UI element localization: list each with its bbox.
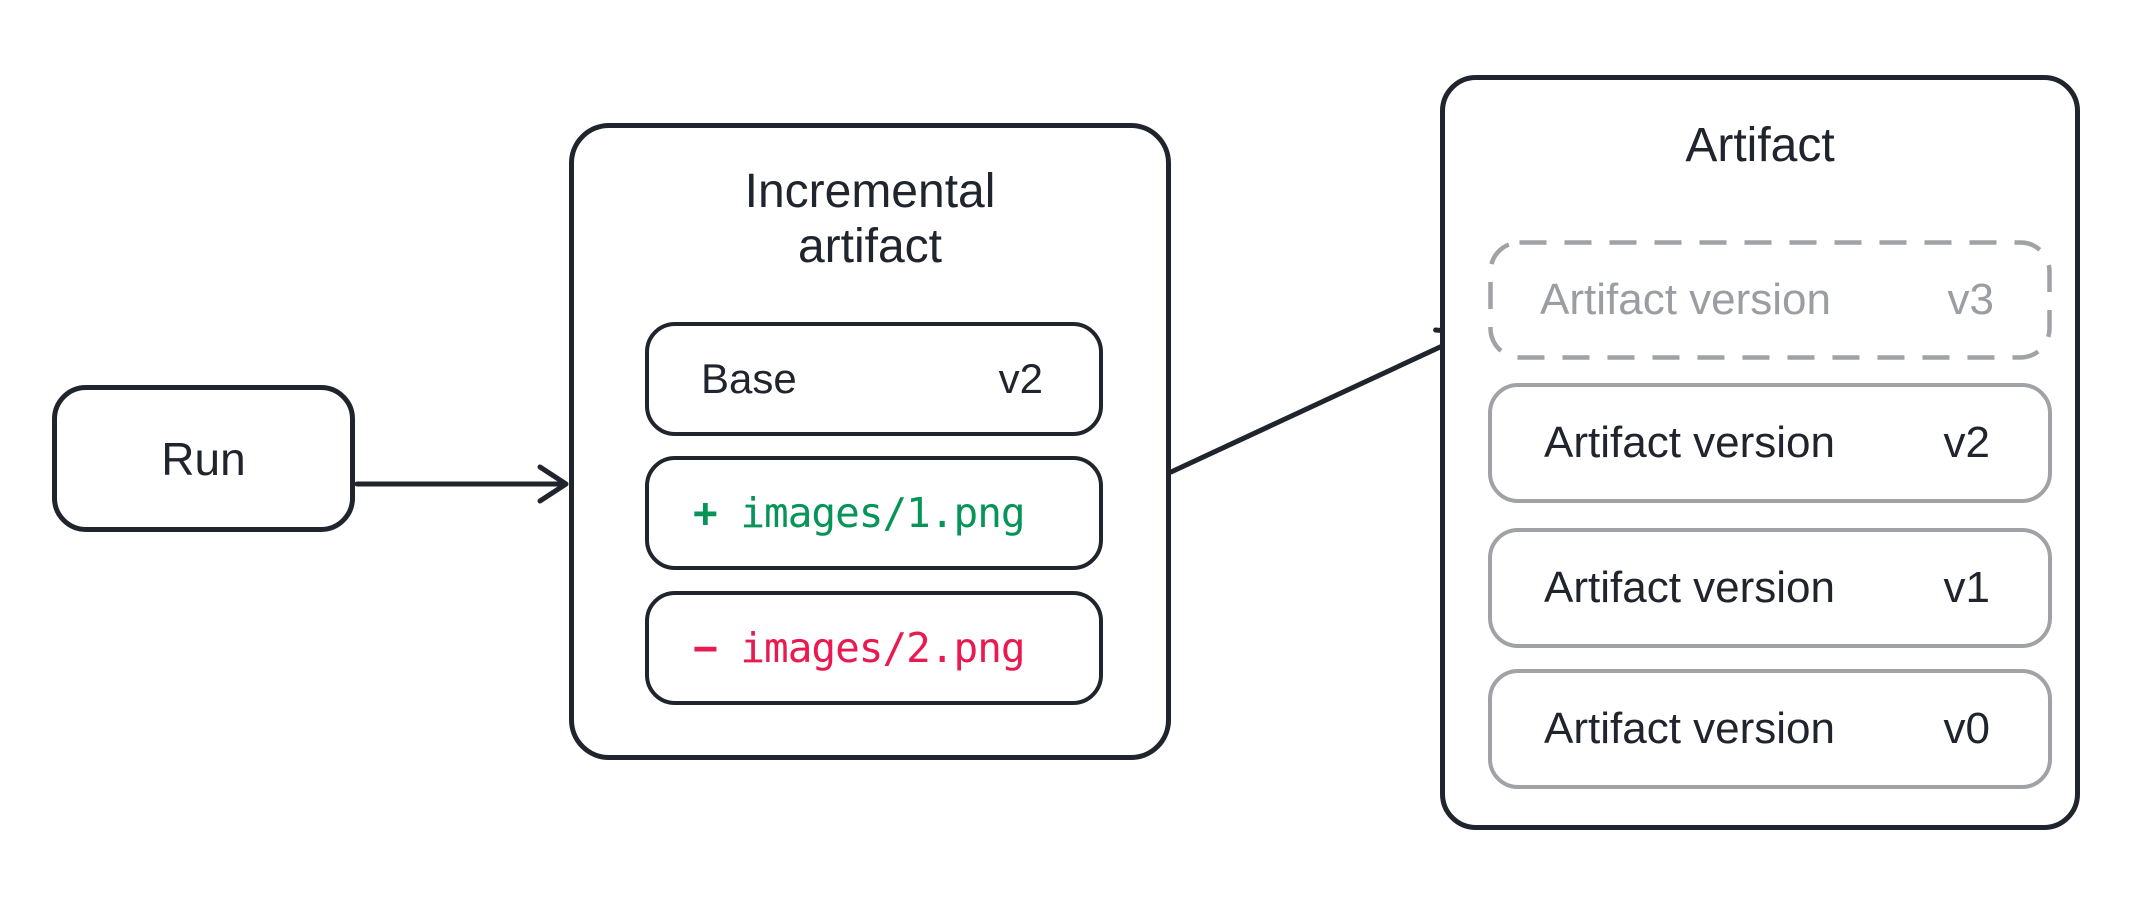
artifact-version-value: v3 <box>1947 275 1994 324</box>
file-row-spacer <box>717 489 741 537</box>
artifact-version-label: Artifact version <box>1540 275 1831 324</box>
incremental-artifact-title: Incremental artifact <box>744 165 996 274</box>
plus-icon: + <box>693 489 718 537</box>
artifact-title: Artifact <box>1685 119 1835 172</box>
run-label: Run <box>161 432 246 485</box>
artifact-version-label: Artifact version <box>1544 704 1835 753</box>
run-node: Run <box>52 385 355 532</box>
artifact-version-label: Artifact version <box>1544 418 1835 467</box>
arrow-incremental-to-artifact <box>1168 327 1473 475</box>
base-version-value: v2 <box>998 355 1043 402</box>
artifact-version-v0-row: Artifact version v0 <box>1488 669 2052 789</box>
artifact-version-value: v1 <box>1943 563 1990 612</box>
base-label: Base <box>701 355 797 402</box>
artifact-version-v3-row: Artifact version v3 <box>1488 240 2052 360</box>
minus-icon: − <box>693 624 718 672</box>
artifact-version-v1-row: Artifact version v1 <box>1488 528 2052 648</box>
artifact-version-v2-row: Artifact version v2 <box>1488 383 2052 503</box>
removed-file-box: − images/2.png <box>645 591 1103 705</box>
artifact-version-value: v0 <box>1943 704 1990 753</box>
artifact-version-label: Artifact version <box>1544 563 1835 612</box>
artifact-node: Artifact Artifact version v3 Artifact ve… <box>1440 75 2080 830</box>
removed-file-path: images/2.png <box>740 624 1025 672</box>
artifact-version-value: v2 <box>1943 418 1990 467</box>
file-row-spacer <box>717 624 741 672</box>
incremental-artifact-node: Incremental artifact Base v2 + images/1.… <box>569 123 1171 760</box>
arrow-run-to-incremental <box>354 464 569 504</box>
added-file-box: + images/1.png <box>645 456 1103 570</box>
added-file-path: images/1.png <box>740 489 1025 537</box>
base-version-box: Base v2 <box>645 322 1103 436</box>
